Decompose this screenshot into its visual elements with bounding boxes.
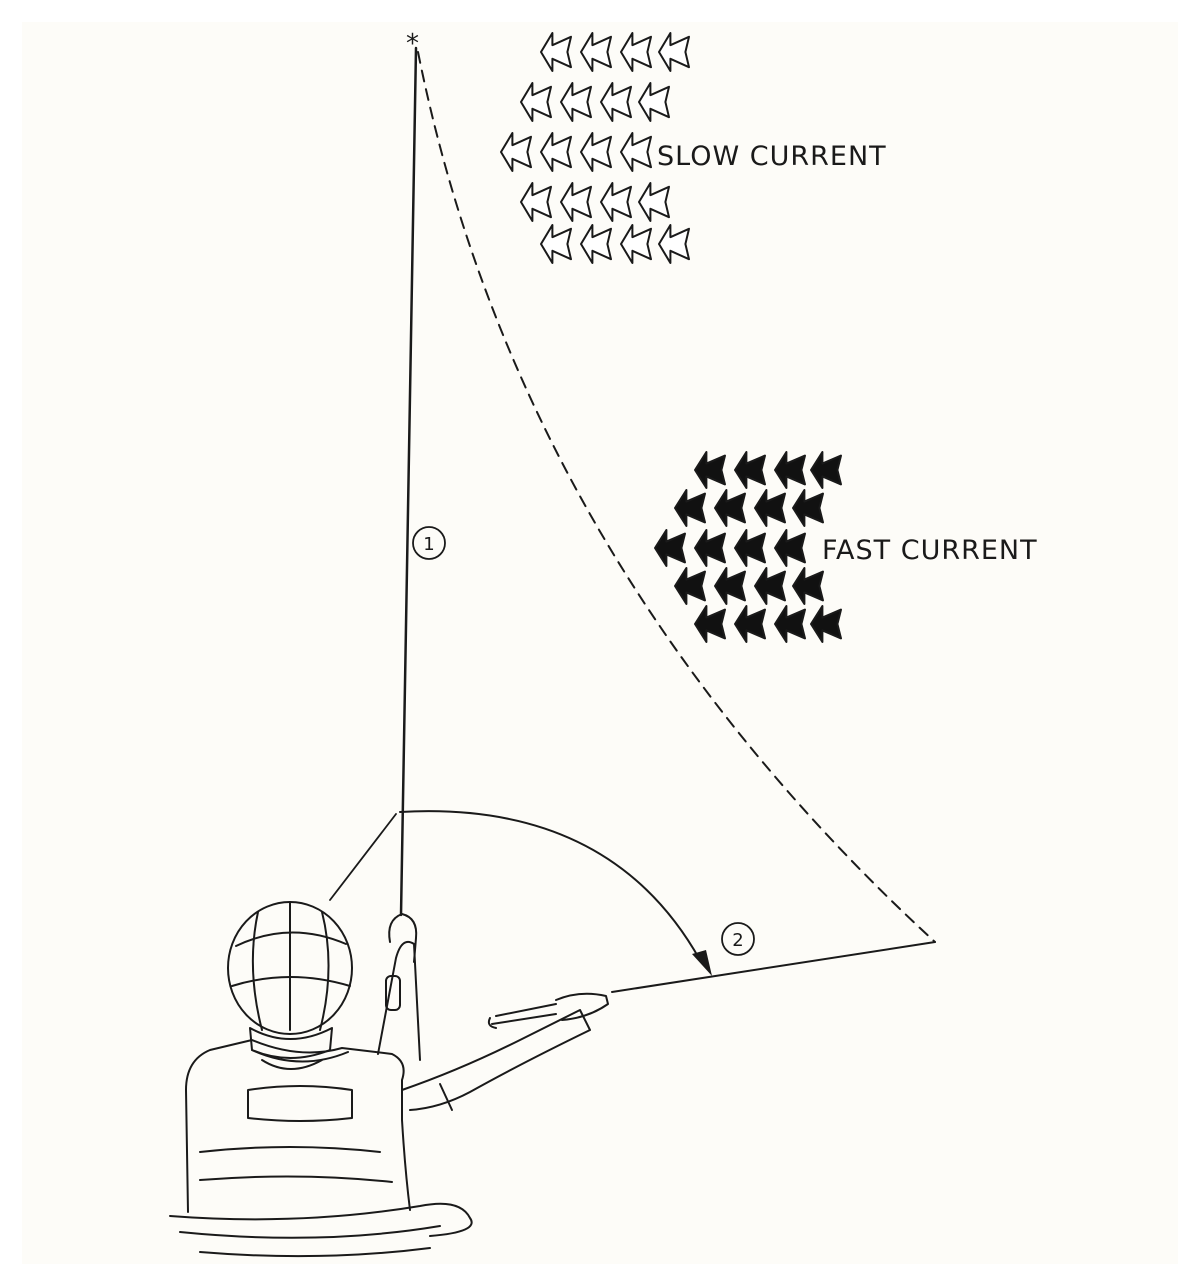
current-arrow-icon — [500, 132, 532, 172]
rod-hand — [388, 913, 418, 963]
vest-seam — [199, 1146, 381, 1153]
current-arrow-icon — [580, 132, 612, 172]
fly-reel — [385, 975, 401, 1011]
step-1-label: 1 — [423, 534, 434, 555]
step-1-marker: 1 — [412, 526, 446, 560]
current-arrow-icon — [674, 567, 706, 605]
current-arrow-icon — [792, 489, 824, 527]
current-arrow-icon — [694, 605, 726, 643]
current-arrow-icon — [774, 605, 806, 643]
current-arrow-icon — [658, 32, 690, 72]
cap-panel — [231, 976, 351, 987]
current-arrow-icon — [694, 529, 726, 567]
current-arrow-icon — [540, 224, 572, 264]
current-arrow-icon — [600, 82, 632, 122]
current-arrow-icon — [810, 451, 842, 489]
current-arrow-icon — [674, 489, 706, 527]
current-arrow-icon — [734, 605, 766, 643]
current-arrow-icon — [620, 32, 652, 72]
current-arrow-icon — [754, 489, 786, 527]
current-arrow-icon — [734, 451, 766, 489]
current-arrow-icon — [540, 132, 572, 172]
current-arrow-icon — [714, 567, 746, 605]
current-arrow-icon — [792, 567, 824, 605]
cap-panel — [251, 911, 263, 1031]
current-arrow-icon — [620, 224, 652, 264]
raised-rod — [399, 46, 418, 917]
cap-panel — [319, 911, 330, 1031]
angler-figure — [169, 901, 609, 1258]
current-arrow-icon — [638, 82, 670, 122]
water-ripple — [199, 1247, 431, 1258]
current-arrow-icon — [620, 132, 652, 172]
current-arrow-icon — [540, 32, 572, 72]
right-arm — [377, 940, 421, 1061]
current-arrow-icon — [694, 451, 726, 489]
current-arrow-icon — [658, 224, 690, 264]
rod-swing-arc — [399, 810, 701, 961]
current-arrow-icon — [580, 224, 612, 264]
current-arrow-icon — [734, 529, 766, 567]
left-arm — [401, 1009, 591, 1111]
lowered-rod-butt — [487, 1003, 557, 1029]
current-arrow-icon — [714, 489, 746, 527]
dashed-fly-line — [417, 51, 936, 943]
angler-torso — [185, 1039, 411, 1213]
current-arrow-icon — [774, 529, 806, 567]
slow-current-arrows — [500, 32, 690, 264]
neck — [261, 1059, 323, 1070]
current-arrow-icon — [580, 32, 612, 72]
arm-band — [439, 1083, 453, 1111]
current-arrow-icon — [560, 182, 592, 222]
slow-current-label: SLOW CURRENT — [657, 141, 887, 172]
current-arrow-icon — [654, 529, 686, 567]
illustration-panel — [22, 22, 1178, 1264]
water-ripple — [179, 1225, 441, 1239]
step-2-marker: 2 — [721, 922, 755, 956]
lowered-line — [611, 941, 936, 993]
slack-line — [329, 813, 397, 901]
water-ripple — [169, 1202, 473, 1237]
vest-seam — [199, 1175, 393, 1183]
current-arrow-icon — [810, 605, 842, 643]
current-arrow-icon — [638, 182, 670, 222]
current-arrow-icon — [520, 82, 552, 122]
current-arrow-icon — [600, 182, 632, 222]
left-hand — [555, 992, 609, 1021]
fast-current-arrows — [654, 451, 842, 643]
swing-arrowhead — [692, 950, 712, 976]
vest-pocket — [247, 1085, 353, 1122]
fast-current-label: FAST CURRENT — [822, 535, 1038, 566]
cap-panel — [235, 931, 347, 947]
current-arrow-icon — [560, 82, 592, 122]
current-arrow-icon — [774, 451, 806, 489]
step-2-label: 2 — [732, 930, 743, 951]
cap-strap — [249, 1027, 333, 1059]
current-arrow-icon — [754, 567, 786, 605]
current-arrow-icon — [520, 182, 552, 222]
